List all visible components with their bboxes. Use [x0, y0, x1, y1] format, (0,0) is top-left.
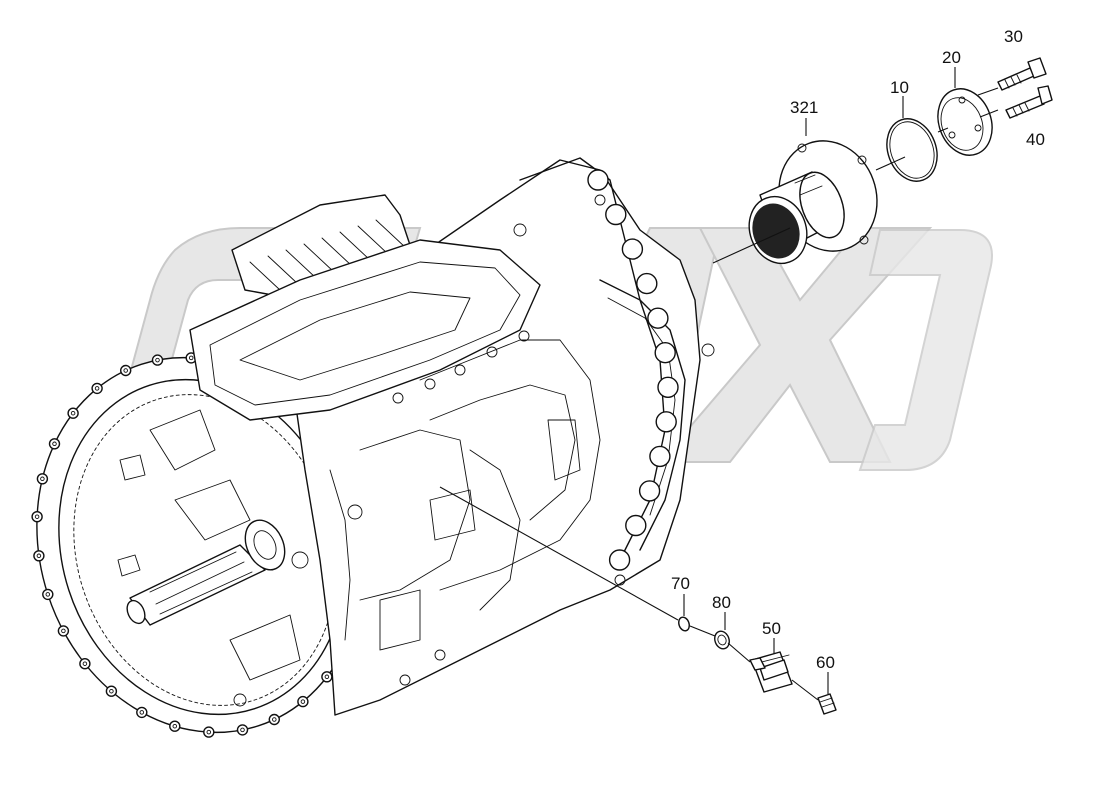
rear-cover-scallop — [647, 307, 669, 329]
callout-321: 321 — [790, 98, 818, 117]
flange-lug-hole — [300, 699, 306, 704]
control-unit-rib — [285, 249, 317, 279]
flange-lug-hole — [206, 729, 212, 735]
rear-cover-scallop — [655, 411, 677, 433]
rear-cover-scallops — [587, 169, 679, 571]
part-30-bolt — [997, 57, 1047, 91]
flange-lug-hole — [61, 628, 66, 634]
control-unit-rib — [321, 237, 353, 267]
flange-lug-hole — [45, 592, 51, 597]
callout-80: 80 — [712, 593, 731, 612]
flange-lug-hole — [82, 661, 88, 666]
flange-lug-hole — [70, 410, 76, 416]
flange-lug — [169, 720, 181, 732]
flange-lug — [297, 695, 309, 708]
flange-lug-hole — [109, 688, 114, 694]
flange-lug — [119, 364, 132, 377]
flange-lug — [79, 658, 91, 670]
callout-20: 20 — [942, 48, 961, 67]
flange-lug — [203, 726, 215, 738]
flange-lug-hole — [36, 553, 42, 559]
flange-lug-hole — [52, 441, 57, 447]
control-unit-rib — [357, 225, 389, 255]
flange-lug-hole — [188, 355, 194, 361]
rear-cover-scallop — [587, 169, 609, 191]
flange-lug — [91, 382, 103, 395]
rear-cover-scallop — [654, 342, 676, 364]
flange-lug-hole — [155, 357, 160, 363]
control-unit-rib — [303, 243, 335, 273]
callout-10: 10 — [890, 78, 909, 97]
flange-lug-hole — [40, 476, 45, 482]
part-70-washer — [678, 616, 690, 632]
flange-lug-hole — [272, 717, 277, 722]
flange-lug-hole — [34, 514, 40, 519]
rear-cover-scallop — [636, 272, 658, 295]
part-80-seal-ring — [714, 630, 730, 650]
callout-labels: 321 10 20 30 40 70 80 50 60 — [671, 27, 1045, 672]
flange-lug — [105, 685, 118, 697]
control-unit-ribs — [249, 219, 407, 291]
flange-lug — [321, 671, 333, 683]
flange-lug-hole — [172, 723, 178, 729]
flange-lug-hole — [324, 674, 330, 680]
part-40-bolt — [1005, 85, 1053, 119]
flange-lug — [236, 724, 249, 736]
part-50-sensor-fitting — [749, 651, 793, 693]
flange-lug — [48, 438, 61, 450]
transmission-housing — [31, 157, 715, 738]
flange-lug — [42, 588, 54, 601]
callout-50: 50 — [762, 619, 781, 638]
flange-lug-hole — [94, 386, 100, 391]
callout-40: 40 — [1026, 130, 1045, 149]
callout-60: 60 — [816, 653, 835, 672]
flange-lug — [33, 550, 45, 562]
control-unit-rib — [339, 231, 371, 261]
callout-30: 30 — [1004, 27, 1023, 46]
flange-lug — [31, 511, 43, 523]
flange-lug — [67, 407, 79, 419]
rear-cover-scallop — [625, 514, 647, 537]
input-shaft — [117, 454, 286, 626]
part-10-o-ring — [886, 118, 938, 182]
rear-cover-scallop — [638, 480, 661, 502]
part-321-flange — [748, 140, 878, 265]
part-60-plug — [817, 693, 837, 715]
rear-cover-scallop — [657, 376, 679, 398]
rear-cover-scallop — [621, 238, 644, 260]
leader-lines — [439, 67, 999, 701]
flange-lug — [136, 706, 148, 719]
flange-lug — [151, 354, 164, 366]
flange-lug — [57, 625, 70, 637]
flange-lug-hole — [240, 727, 245, 733]
flange-lug-hole — [123, 368, 128, 373]
control-unit-rib — [249, 261, 281, 291]
flange-lug-hole — [139, 710, 145, 715]
rear-cover-scallop — [649, 445, 671, 468]
control-unit-rib — [375, 219, 407, 249]
rear-cover-scallop — [608, 549, 631, 571]
rear-cover-scallop — [605, 203, 627, 226]
callout-70: 70 — [671, 574, 690, 593]
control-unit-rib — [267, 255, 299, 285]
flange-lug — [36, 473, 49, 485]
part-20-cover-plate — [937, 88, 993, 156]
flange-lug — [268, 713, 280, 726]
